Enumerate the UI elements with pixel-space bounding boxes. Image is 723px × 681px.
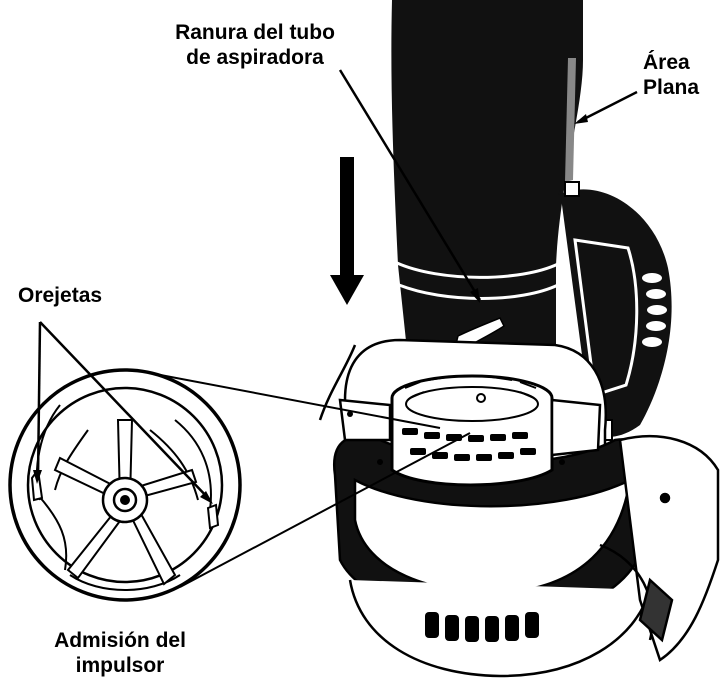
tabs-label: Orejetas — [18, 284, 103, 307]
down-arrow-icon — [330, 157, 364, 305]
inset-connector-lines — [149, 372, 471, 588]
impeller-intake-ring — [318, 344, 602, 487]
tube-slot-label-line2: de aspiradora — [186, 46, 324, 69]
leader-lines — [36, 69, 638, 501]
flat-area-label-line2: Plana — [643, 76, 700, 99]
impeller-intake-label: Admisión del impulsor — [20, 628, 220, 678]
impeller-intake-label-line1: Admisión del — [54, 629, 186, 652]
impeller-intake-inset — [8, 368, 242, 602]
tube-slot-label: Ranura del tubo de aspiradora — [150, 20, 360, 70]
flat-area-label-line1: Área — [643, 51, 690, 74]
tube-slot-label-line1: Ranura del tubo — [175, 21, 335, 44]
impeller-intake-label-line2: impulsor — [75, 654, 165, 677]
arrowheads — [33, 114, 588, 504]
vacuum-tube — [391, 0, 583, 367]
flat-area-label: Área Plana — [643, 50, 721, 100]
